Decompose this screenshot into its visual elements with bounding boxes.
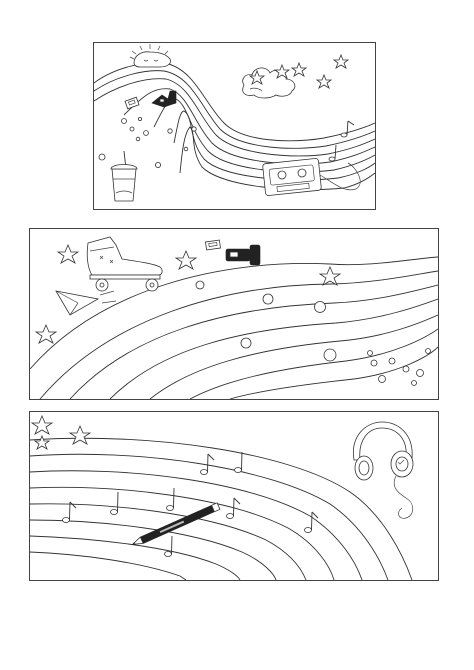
rainbow-stripes: [30, 256, 438, 399]
coloring-panel-bottom: [29, 411, 439, 581]
panel-bottom-drawing: [30, 414, 414, 580]
star-icon: [248, 53, 350, 89]
cloud-icon: [242, 67, 296, 99]
glue-bottle-icon: [151, 90, 177, 108]
pencil-sharpener-icon: [205, 239, 221, 251]
headphones-icon: [352, 421, 414, 519]
bubbles: [98, 117, 197, 169]
coloring-panel-top: [93, 42, 376, 210]
bubble-tea-cup-icon: [110, 150, 138, 202]
rainbow-stripes: [30, 437, 413, 580]
bubbles: [195, 280, 431, 386]
roller-skate-icon: [86, 236, 163, 292]
paper-airplane-icon: [55, 290, 117, 316]
panel-middle-drawing: [30, 236, 438, 399]
cassette-tape-icon: [262, 158, 361, 196]
pencil-icon: [131, 502, 221, 545]
pencil-sharpener-icon: [124, 96, 140, 110]
star-icon: [30, 414, 92, 450]
music-note-icon: [62, 451, 319, 557]
glue-bottle-icon: [225, 244, 261, 266]
star-icon: [34, 243, 342, 344]
coloring-panel-middle: [29, 228, 439, 400]
sun-icon: [129, 44, 171, 68]
music-note-icon: [328, 120, 355, 162]
panel-top-drawing: [94, 44, 375, 202]
